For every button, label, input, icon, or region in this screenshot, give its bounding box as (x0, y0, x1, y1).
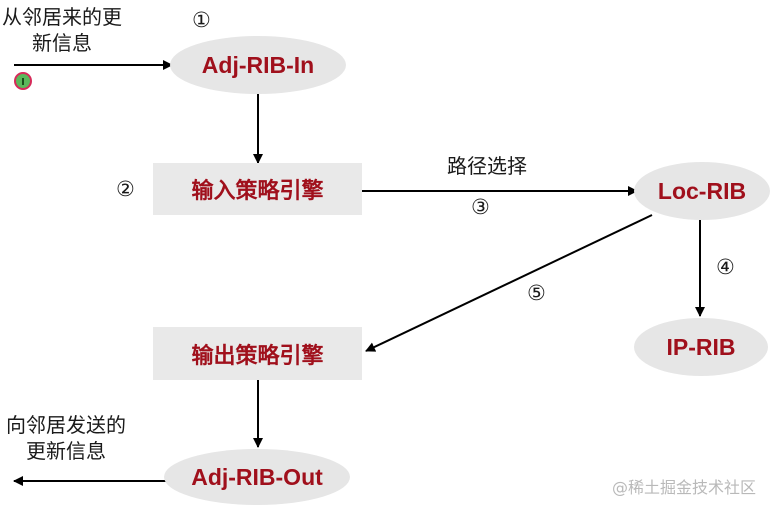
node-adj-rib-in-label: Adj-RIB-In (201, 51, 315, 78)
watermark-text: @稀土掘金技术社区 (612, 478, 757, 497)
node-adj-rib-out: Adj-RIB-Out (164, 449, 350, 505)
step-1-marker: ① (192, 8, 211, 32)
label-to-neighbor-line2: 更新信息 (26, 439, 106, 463)
node-adj-rib-in: Adj-RIB-In (170, 36, 346, 94)
node-ip-rib-label: IP-RIB (666, 333, 736, 360)
node-adj-rib-out-label: Adj-RIB-Out (191, 463, 323, 490)
label-from-neighbor-line2: 新信息 (32, 31, 92, 55)
node-input-policy-engine: 输入策略引擎 (153, 163, 362, 215)
node-ip-rib: IP-RIB (634, 318, 768, 376)
label-from-neighbor-line1: 从邻居来的更 (2, 5, 122, 29)
cursor-pointer-icon (14, 72, 32, 90)
node-loc-rib-label: Loc-RIB (657, 177, 747, 204)
label-route-selection: 路径选择 (447, 154, 527, 178)
step-2-marker: ② (116, 177, 135, 201)
label-to-neighbor-line1: 向邻居发送的 (6, 413, 126, 437)
step-4-marker: ④ (716, 255, 735, 279)
step-3-marker: ③ (471, 195, 490, 219)
arrow-locrib-to-output-policy (365, 214, 653, 352)
label-from-neighbor: 从邻居来的更 新信息 (2, 4, 122, 56)
node-input-policy-engine-label: 输入策略引擎 (191, 179, 324, 204)
node-output-policy-engine: 输出策略引擎 (153, 327, 362, 380)
node-loc-rib: Loc-RIB (634, 162, 770, 220)
label-to-neighbor: 向邻居发送的 更新信息 (6, 412, 126, 464)
step-5-marker: ⑤ (527, 281, 546, 305)
node-output-policy-engine-label: 输出策略引擎 (191, 343, 324, 369)
